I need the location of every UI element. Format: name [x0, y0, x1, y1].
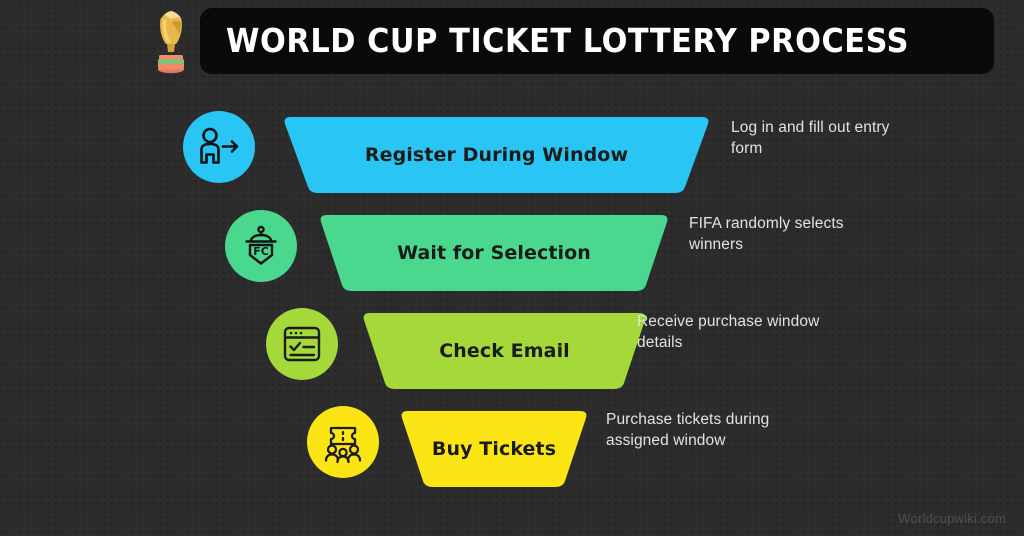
svg-text:FC: FC	[253, 245, 269, 258]
step-3-funnel-shape	[363, 313, 646, 389]
step-1-funnel-bar[interactable]: Register During Window	[283, 115, 710, 195]
browser-checklist-icon	[283, 326, 321, 362]
step-3-funnel-bar[interactable]: Check Email	[362, 311, 647, 391]
step-2-icon-circle: FC	[225, 210, 297, 282]
step-2-icon-wrap: FC	[225, 210, 297, 282]
title-plate: WORLD CUP TICKET LOTTERY PROCESS	[200, 8, 995, 74]
person-arrow-icon	[200, 127, 239, 164]
watermark: Worldcupwiki.com	[898, 511, 1006, 526]
step-1-label: Register During Window	[364, 144, 629, 166]
fc-pennant-icon: FC	[245, 225, 277, 265]
header: WORLD CUP TICKET LOTTERY PROCESS	[148, 8, 995, 74]
step-4-funnel-shape	[401, 411, 587, 487]
step-2-funnel-shape	[320, 215, 668, 291]
step-4-caption: Purchase tickets during assigned window	[606, 411, 770, 449]
step-2-funnel-bar[interactable]: Wait for Selection	[319, 213, 669, 293]
step-1-funnel-shape	[284, 117, 709, 193]
step-3-icon-circle	[266, 308, 338, 380]
ticket-people-icon	[324, 426, 362, 464]
step-2-label: Wait for Selection	[397, 242, 591, 264]
step-4-label: Buy Tickets	[431, 438, 557, 460]
step-4-icon-circle	[307, 406, 379, 478]
step-3-caption: Receive purchase window details	[637, 313, 820, 351]
step-1-icon-circle	[183, 111, 255, 183]
step-4-icon-wrap	[307, 406, 379, 478]
step-4-funnel-bar[interactable]: Buy Tickets	[400, 409, 588, 489]
step-3-icon-wrap	[266, 308, 338, 380]
page-title: WORLD CUP TICKET LOTTERY PROCESS	[226, 20, 910, 60]
step-3-label: Check Email	[439, 340, 570, 362]
step-2-caption: FIFA randomly selects winners	[689, 215, 844, 253]
world-cup-trophy-icon	[158, 11, 184, 74]
step-1-icon-wrap	[183, 111, 255, 183]
step-1-caption: Log in and fill out entry form	[731, 119, 890, 157]
